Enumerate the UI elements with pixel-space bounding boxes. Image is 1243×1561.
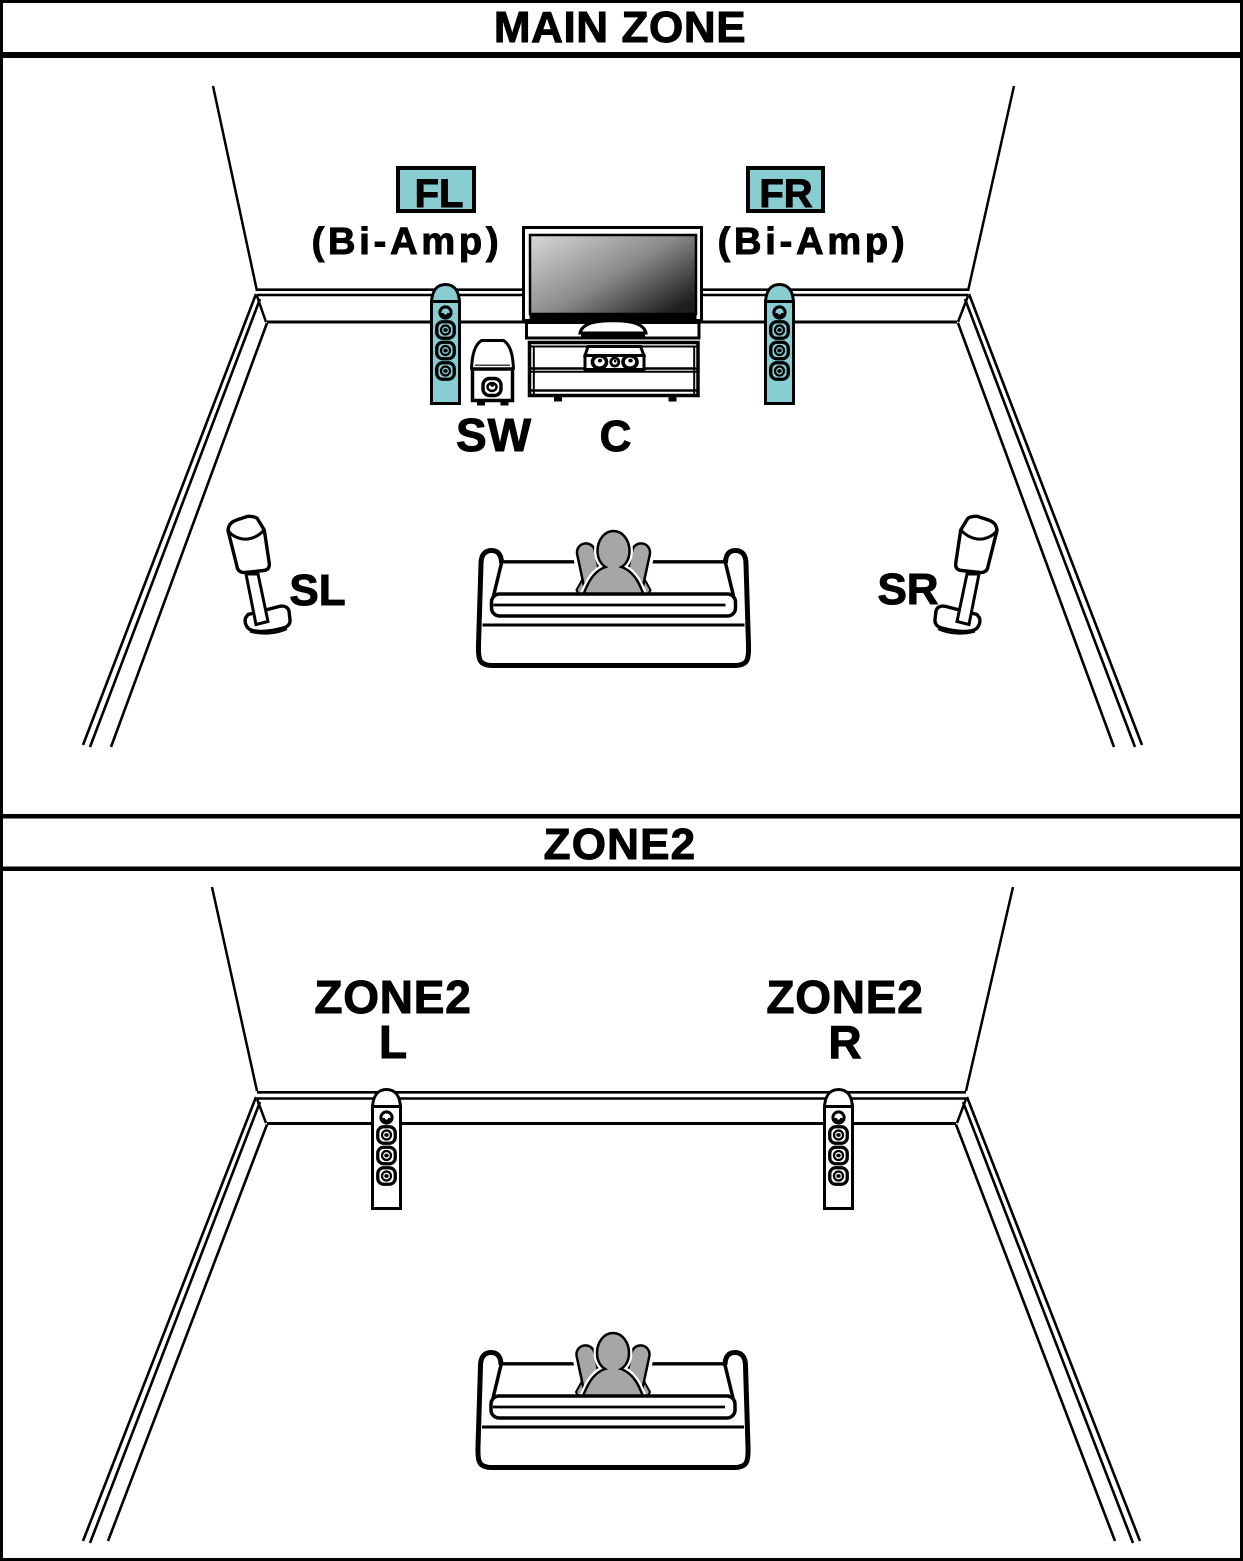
svg-text:(Bi-Amp): (Bi-Amp) bbox=[718, 221, 909, 263]
svg-text:(Bi-Amp): (Bi-Amp) bbox=[312, 221, 503, 263]
svg-text:R: R bbox=[828, 1016, 861, 1068]
svg-text:ZONE2: ZONE2 bbox=[544, 820, 697, 869]
svg-text:C: C bbox=[600, 412, 632, 461]
svg-text:ZONE2: ZONE2 bbox=[766, 971, 923, 1023]
svg-text:SL: SL bbox=[289, 566, 345, 615]
svg-text:FR: FR bbox=[759, 172, 812, 216]
svg-text:ZONE2: ZONE2 bbox=[314, 971, 471, 1023]
svg-text:MAIN ZONE: MAIN ZONE bbox=[494, 3, 746, 52]
svg-text:SR: SR bbox=[877, 565, 938, 614]
svg-text:SW: SW bbox=[456, 409, 532, 461]
svg-text:L: L bbox=[379, 1016, 407, 1068]
svg-text:FL: FL bbox=[415, 172, 464, 216]
